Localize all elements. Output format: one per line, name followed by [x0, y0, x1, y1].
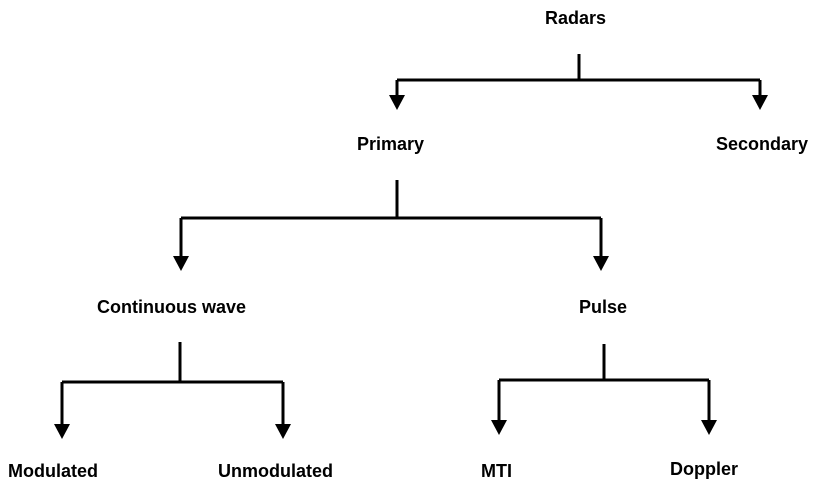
branch-pulse — [491, 344, 717, 435]
node-mti: MTI — [481, 461, 512, 481]
arrow-to-doppler — [701, 420, 717, 435]
branch-primary — [173, 180, 609, 271]
branch-continuous-wave — [54, 342, 291, 439]
connector-pulse — [497, 344, 711, 422]
connector-radars — [395, 54, 762, 97]
arrow-to-secondary — [752, 95, 768, 110]
arrow-to-unmodulated — [275, 424, 291, 439]
node-secondary: Secondary — [716, 134, 809, 154]
connector-continuous-wave — [60, 342, 285, 426]
node-modulated: Modulated — [8, 461, 98, 481]
arrow-to-pulse — [593, 256, 609, 271]
node-unmodulated: Unmodulated — [218, 461, 333, 481]
arrow-to-continuous-wave — [173, 256, 189, 271]
node-doppler: Doppler — [670, 459, 739, 479]
node-pulse: Pulse — [579, 297, 628, 317]
arrow-to-modulated — [54, 424, 70, 439]
node-primary: Primary — [357, 134, 425, 154]
node-radars: Radars — [545, 8, 607, 28]
arrow-to-primary — [389, 95, 405, 110]
arrow-to-mti — [491, 420, 507, 435]
node-continuous-wave: Continuous wave — [97, 297, 247, 317]
branch-radars — [389, 54, 768, 110]
connector-primary — [179, 180, 603, 258]
